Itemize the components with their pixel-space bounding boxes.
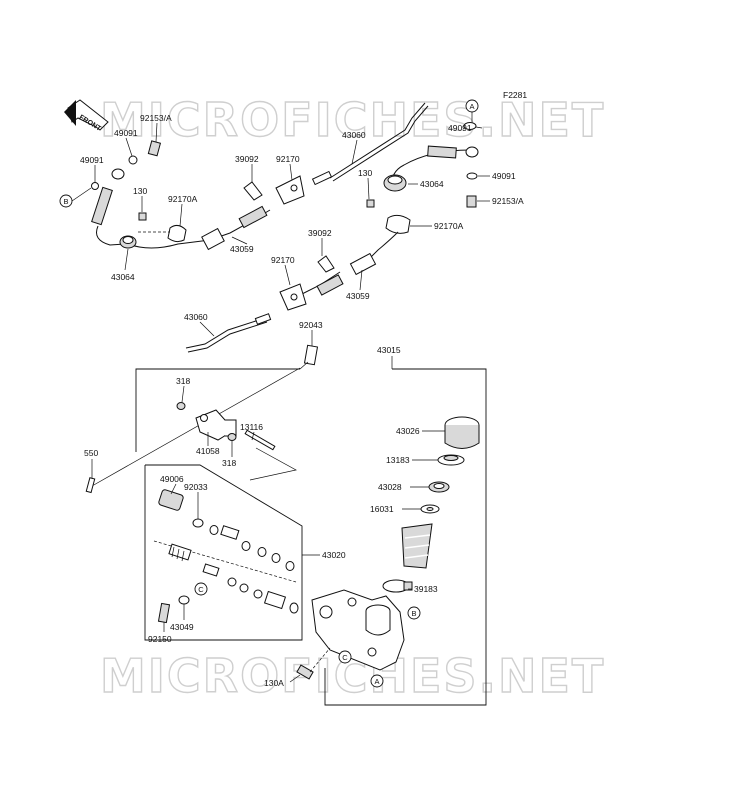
frame-43015 [324,368,487,706]
cable-43060-lower [185,317,266,349]
bolt-92150 [157,602,171,624]
label-43026: 43026 [396,426,420,436]
label-92033: 92033 [184,482,208,492]
clamp-92170a-right [385,214,411,234]
banjo-left [111,168,125,180]
label-130a: 130A [264,678,284,688]
label-43059-lower: 43059 [346,291,370,301]
svg-text:B: B [411,609,416,618]
boot-49006 [158,489,184,511]
ref-c-left: C [194,582,208,596]
pushrod-13116 [244,429,276,451]
joint-43059-upper [201,227,225,251]
bolt-130a [296,664,314,680]
label-92170a-right: 92170A [434,221,464,231]
label-43015: 43015 [377,345,401,355]
clip-39092-lower [317,255,335,273]
nut-318-lower [227,433,237,441]
label-92043: 92043 [299,320,323,330]
label-39092-lower: 39092 [308,228,332,238]
ref-a-bottom: A [370,674,384,688]
svg-text:A: A [374,677,379,686]
ref-c-bottom: C [338,650,352,664]
label-130-right: 130 [358,168,372,178]
pin-92043 [303,344,319,366]
clamp-92170a-left [167,224,187,243]
clip-39092-upper [243,181,263,201]
label-43060-upper: 43060 [342,130,366,140]
svg-text:C: C [198,585,204,594]
label-318-upper: 318 [176,376,190,386]
svg-text:A: A [469,102,474,111]
piston-lower [202,563,299,614]
label-41058: 41058 [196,446,220,456]
label-39092-upper: 39092 [235,154,259,164]
label-43060-lower: 43060 [184,312,208,322]
banjo-right [465,146,479,158]
label-550: 550 [84,448,98,458]
spring-upper [168,543,192,562]
joint-43059-lower [349,252,377,276]
hose-right [427,145,457,159]
label-43028: 43028 [378,482,402,492]
label-49091-right: 49091 [492,171,516,181]
nut-318-upper [176,402,186,410]
label-43049: 43049 [170,622,194,632]
label-92150: 92150 [148,634,172,644]
watermark-top: MICROFICHES.NET [100,93,605,147]
label-318-lower: 318 [222,458,236,468]
bracket-92170-upper [275,175,305,205]
label-49091-left: 49091 [80,155,104,165]
ref-b-right: B [407,606,421,620]
label-49006: 49006 [160,474,184,484]
piston-upper [209,525,295,571]
label-13116: 13116 [240,422,263,432]
label-49091-left-top: 49091 [114,128,138,138]
label-92153a-right: 92153/A [492,196,524,206]
pin-550 [85,477,96,494]
label-43064-left: 43064 [111,272,135,282]
label-43020: 43020 [322,550,346,560]
svg-text:C: C [342,653,348,662]
cable-43060-upper [329,102,426,179]
ring-92033 [192,518,204,528]
frame-43020 [144,464,303,641]
label-43059-upper: 43059 [230,244,254,254]
label-92153a-left: 92153/A [140,113,172,123]
label-92170a-left: 92170A [168,194,198,204]
figure-code: F2281 [503,90,527,100]
label-49091-right-top: 49091 [448,123,472,133]
ref-b-left: B [59,194,73,208]
label-92170-upper: 92170 [276,154,300,164]
svg-text:B: B [63,197,68,206]
label-39183: 39183 [414,584,438,594]
label-43064-right: 43064 [420,179,444,189]
label-13183: 13183 [386,455,410,465]
label-92170-lower: 92170 [271,255,295,265]
label-16031: 16031 [370,504,394,514]
label-130-left: 130 [133,186,147,196]
washer-43049 [178,595,190,605]
ref-a-top: A [465,99,479,113]
